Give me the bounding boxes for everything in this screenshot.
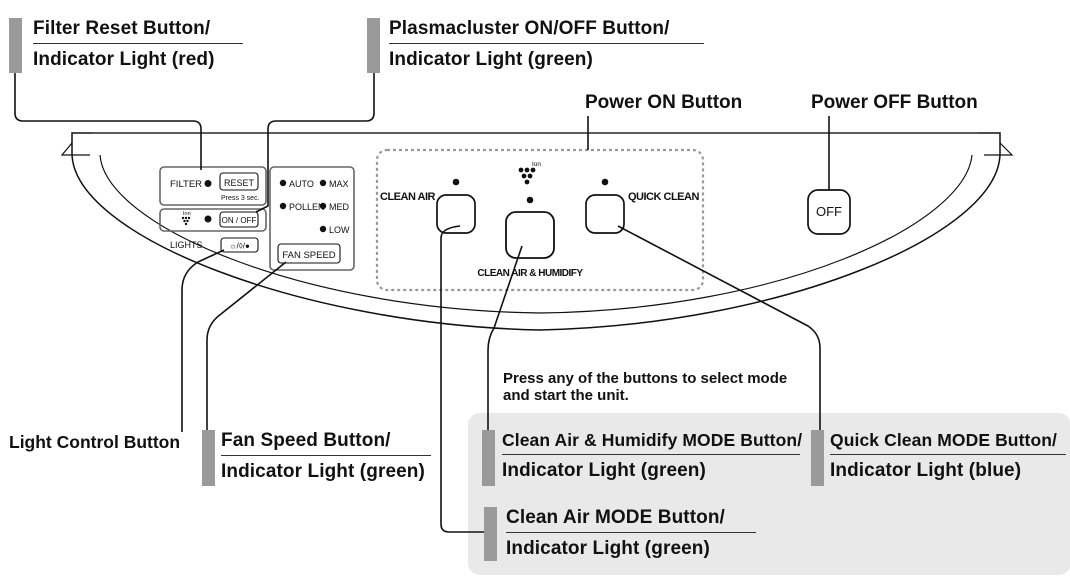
fan-speed-leader [206, 261, 287, 432]
light-control-button-label: ☼/◊/● [229, 242, 250, 251]
ion-label: Ion [532, 161, 541, 168]
left-tab [60, 142, 90, 156]
pollen-indicator-light [279, 202, 287, 210]
filter-reset-title: Filter Reset Button/ [33, 18, 243, 44]
off-button-label: OFF [816, 204, 842, 219]
fan-speed-title: Fan Speed Button/ [221, 430, 431, 456]
low-label: LOW [329, 225, 350, 235]
light-control-button[interactable] [220, 237, 259, 253]
clean-air-humidify-leader [487, 245, 523, 432]
ion-small-label: Ion [183, 211, 191, 217]
note-box [468, 413, 1070, 575]
plasmacluster-leader [255, 72, 375, 213]
plasmacluster-title: Plasmacluster ON/OFF Button/ [389, 18, 704, 44]
plasmacluster-indicator-light [204, 215, 212, 223]
lights-label: LIGHTS [170, 240, 203, 250]
power-off-label: Power OFF Button [811, 92, 978, 113]
low-indicator-light [319, 225, 327, 233]
auto-label: AUTO [289, 179, 314, 189]
fan-speed-subtitle: Indicator Light (green) [221, 461, 425, 482]
clean-air-panel-label: CLEAN AIR [380, 191, 436, 203]
clean-air-leader [440, 225, 495, 533]
press-3-sec-label: Press 3 sec. [221, 195, 260, 202]
fan-speed-button[interactable] [277, 243, 341, 264]
clean-air-title: Clean Air MODE Button/ [506, 507, 756, 533]
clean-air-subtitle: Indicator Light (green) [506, 538, 710, 559]
power-on-label: Power ON Button [585, 92, 743, 113]
right-tab [984, 142, 1014, 156]
light-control-label: Light Control Button [9, 432, 181, 452]
quick-clean-subtitle: Indicator Light (blue) [830, 460, 1022, 481]
light-control-leader [181, 249, 225, 432]
clean-air-humidify-subtitle: Indicator Light (green) [502, 460, 706, 481]
fan-group-box [269, 166, 355, 271]
quick-clean-leader [617, 225, 821, 432]
quick-clean-indicator-light [601, 178, 609, 186]
clean-air-indicator-light [452, 178, 460, 186]
clean-air-humidify-button[interactable] [505, 211, 555, 259]
filter-reset-leader [14, 72, 202, 170]
unit-inner-edge [99, 154, 973, 314]
quick-clean-panel-label: QUICK CLEAN [628, 191, 699, 203]
reset-button[interactable] [219, 172, 259, 191]
clean-air-humidify-indicator-light [526, 196, 534, 204]
clean-air-humidify-panel-label: CLEAN AIR & HUMIDIFY [477, 268, 583, 279]
pollen-label: POLLEN [289, 202, 325, 212]
filter-reset-subtitle: Indicator Light (red) [33, 49, 215, 70]
plasmacluster-symbol-icon [181, 216, 185, 220]
quick-clean-button[interactable] [585, 194, 625, 234]
ion-group-box [159, 208, 267, 232]
onoff-button-label: ON / OFF [222, 216, 257, 225]
reset-button-label: RESET [224, 178, 255, 188]
plasmacluster-onoff-button[interactable] [219, 211, 259, 228]
quick-clean-title: Quick Clean MODE Button/ [830, 430, 1066, 455]
note-text: Press any of the buttons to select mode … [503, 370, 788, 404]
max-indicator-light [319, 179, 327, 187]
max-label: MAX [329, 179, 349, 189]
mode-panel-outline [375, 148, 705, 292]
clean-air-button[interactable] [436, 194, 476, 234]
med-indicator-light [319, 202, 327, 210]
auto-indicator-light [279, 179, 287, 187]
fan-speed-button-label: FAN SPEED [282, 250, 335, 261]
filter-indicator-light [204, 180, 212, 187]
plasmacluster-subtitle: Indicator Light (green) [389, 49, 593, 70]
med-label: MED [329, 202, 350, 212]
filter-group-box [159, 166, 267, 206]
clean-air-humidify-title: Clean Air & Humidify MODE Button/ [502, 430, 802, 455]
leader-lines [14, 72, 830, 533]
filter-label: FILTER [170, 179, 202, 190]
plasmacluster-mark-icon [518, 167, 524, 173]
